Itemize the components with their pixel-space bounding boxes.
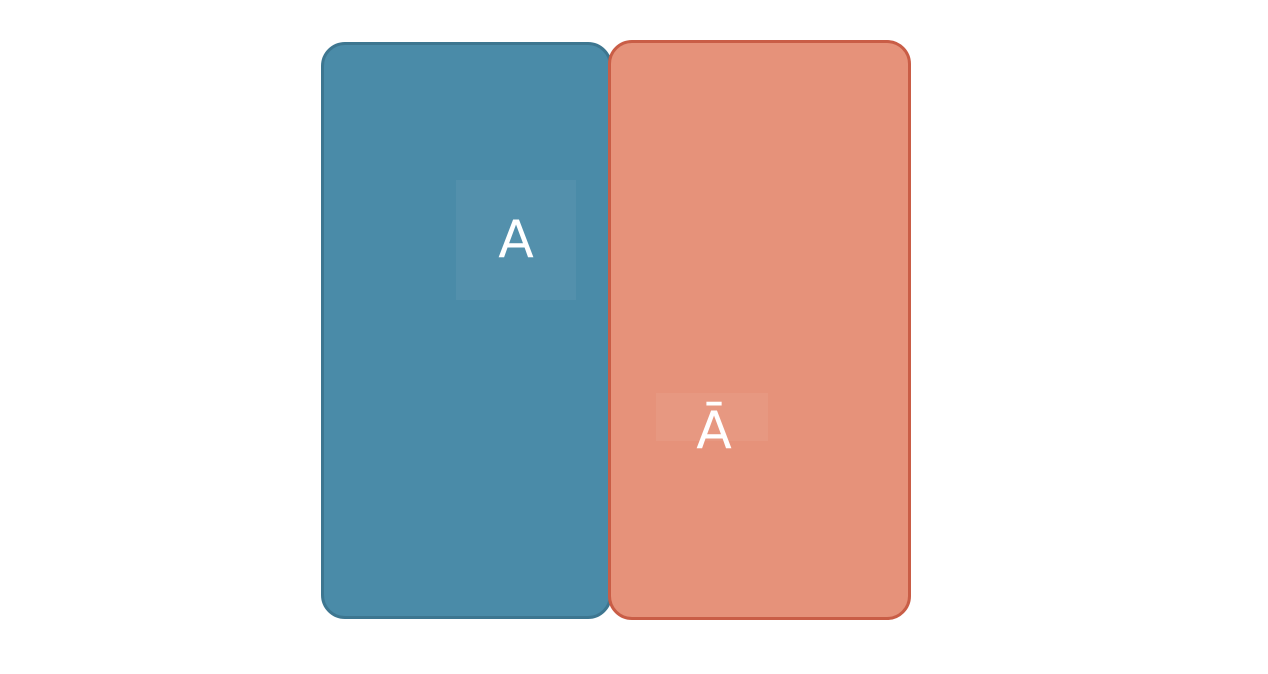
complement-a-label: Ā <box>696 401 732 461</box>
complement-a-region <box>608 40 911 620</box>
event-a-label: A <box>498 210 534 270</box>
complement-a-label-box <box>656 393 768 441</box>
event-a-label-box: A <box>456 180 576 300</box>
event-a-region <box>321 42 612 619</box>
